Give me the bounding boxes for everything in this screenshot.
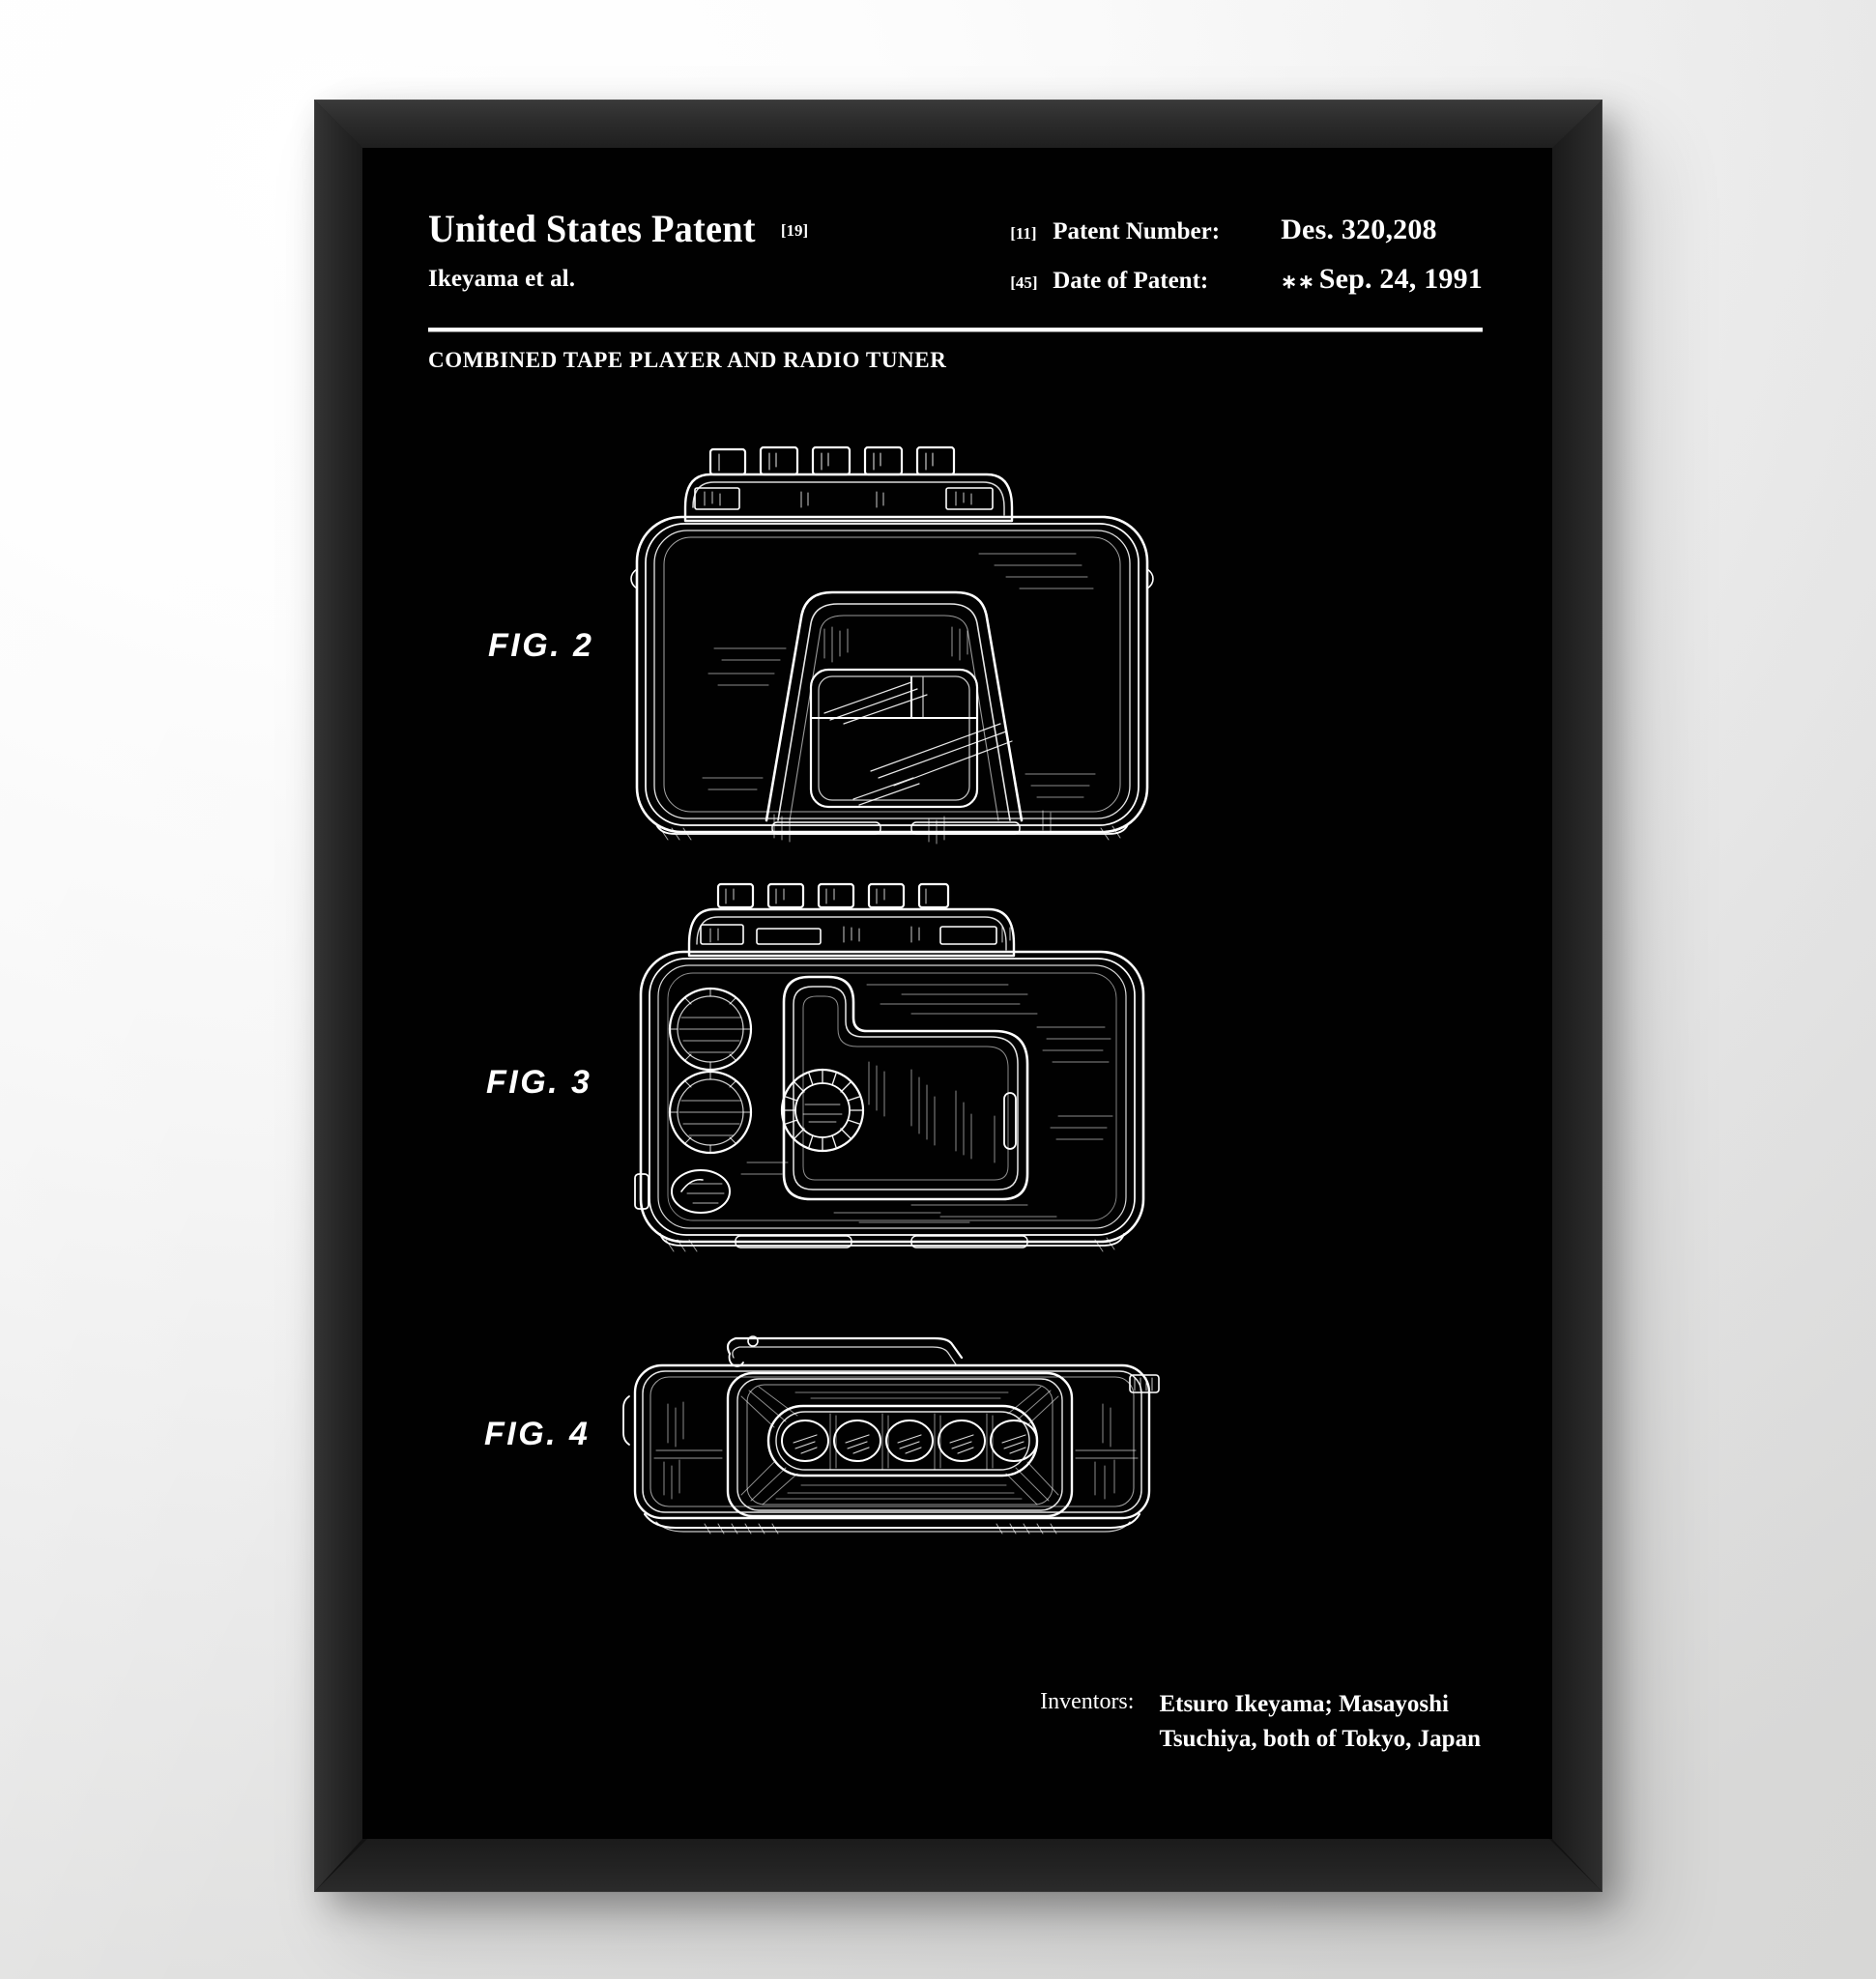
figure-4-label: FIG. 4 [484, 1416, 591, 1452]
patent-number-code: [11] [1010, 224, 1037, 243]
figure-2-row: FIG. 2 [362, 438, 1552, 853]
figure-3-row: FIG. 3 [362, 873, 1552, 1278]
figure-3-drawing [634, 882, 1145, 1252]
figure-3-label: FIG. 3 [486, 1064, 592, 1101]
header-divider-rule [428, 328, 1483, 331]
patent-sheet: United States Patent[19] Ikeyama et al. … [362, 148, 1552, 1839]
office-code: [19] [780, 221, 809, 240]
patent-date-code: [45] [1010, 273, 1038, 292]
date-asterisks: ∗∗ [1281, 272, 1315, 293]
patent-number-value: Des. 320,208 [1281, 214, 1437, 245]
patent-date-row: [45] Date of Patent: ∗∗Sep. 24, 1991 [1010, 263, 1483, 296]
inventors-line-1: Etsuro Ikeyama; Masayoshi [1159, 1691, 1449, 1717]
inventors-label: Inventors: [1040, 1689, 1135, 1714]
inventors-block: Inventors: Etsuro Ikeyama; Masayoshi Tsu… [1040, 1687, 1481, 1756]
invention-title: COMBINED TAPE PLAYER AND RADIO TUNER [428, 348, 947, 372]
patent-date-value: ∗∗Sep. 24, 1991 [1281, 263, 1483, 296]
inventors-names: Etsuro Ikeyama; Masayoshi Tsuchiya, both… [1159, 1687, 1481, 1756]
frame-moulding-top [314, 100, 1602, 148]
figure-2-drawing [630, 445, 1154, 845]
frame-moulding-left [314, 100, 362, 1892]
figure-4-row: FIG. 4 [362, 1315, 1552, 1557]
picture-frame: United States Patent[19] Ikeyama et al. … [314, 100, 1602, 1892]
applicant-name: Ikeyama et al. [428, 266, 576, 292]
patent-poster: United States Patent[19] Ikeyama et al. … [362, 148, 1552, 1839]
figure-2-label: FIG. 2 [488, 627, 594, 664]
patent-date-label: Date of Patent: [1053, 268, 1209, 294]
patent-number-row: [11] Patent Number: Des. 320,208 [1010, 214, 1483, 246]
patent-header-right: [11] Patent Number: Des. 320,208 [45] Da… [1010, 214, 1483, 296]
figure-area: FIG. 2 [362, 438, 1552, 1839]
figure-4-drawing [622, 1335, 1160, 1534]
date-text: Sep. 24, 1991 [1318, 263, 1483, 295]
patent-header-left: United States Patent [19] Ikeyama et al. [428, 210, 808, 293]
frame-moulding-bottom [314, 1839, 1602, 1892]
patent-header: United States Patent[19] Ikeyama et al. … [428, 210, 1483, 318]
patent-number-label: Patent Number: [1053, 218, 1221, 244]
frame-moulding-right [1552, 100, 1602, 1892]
inventors-line-2: Tsuchiya, both of Tokyo, Japan [1159, 1725, 1481, 1752]
office-title: United States Patent [428, 207, 756, 250]
